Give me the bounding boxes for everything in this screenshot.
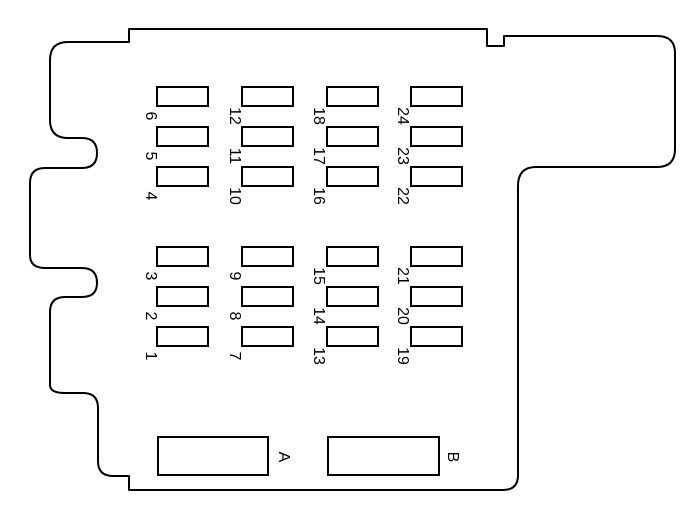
fuse-slot-16 bbox=[326, 166, 379, 187]
fuse-label-11: 11 bbox=[226, 148, 243, 165]
fuse-slot-14 bbox=[326, 286, 379, 307]
fuse-label-17: 17 bbox=[310, 147, 327, 165]
fuse-slot-2 bbox=[156, 286, 209, 307]
relay-slot-a bbox=[157, 436, 269, 476]
fuse-slot-1 bbox=[156, 326, 209, 347]
fuse-label-13: 13 bbox=[310, 347, 327, 365]
fuse-slot-6 bbox=[156, 86, 209, 107]
fuse-slot-19 bbox=[410, 326, 463, 347]
fuse-slot-21 bbox=[410, 246, 463, 267]
fuse-label-9: 9 bbox=[226, 272, 243, 281]
fuse-slot-17 bbox=[326, 126, 379, 147]
fuse-slots bbox=[156, 86, 463, 347]
fuse-label-3: 3 bbox=[142, 272, 159, 281]
fuse-label-5: 5 bbox=[142, 152, 159, 161]
fuse-label-8: 8 bbox=[226, 312, 243, 321]
fuse-slot-5 bbox=[156, 126, 209, 147]
fuse-slot-22 bbox=[410, 166, 463, 187]
fuse-label-24: 24 bbox=[394, 107, 411, 125]
fuse-slot-3 bbox=[156, 246, 209, 267]
fuse-labels: 6 5 4 3 2 1 12 11 10 9 8 7 18 17 16 15 1… bbox=[142, 107, 411, 365]
fuse-label-7: 7 bbox=[226, 352, 243, 361]
fuse-label-10: 10 bbox=[226, 187, 243, 205]
fuse-slot-8 bbox=[241, 286, 294, 307]
fuse-slot-15 bbox=[326, 246, 379, 267]
fuse-label-12: 12 bbox=[226, 107, 243, 125]
fuse-slot-20 bbox=[410, 286, 463, 307]
fuse-slot-12 bbox=[241, 86, 294, 107]
fuse-slot-9 bbox=[241, 246, 294, 267]
fuse-label-6: 6 bbox=[142, 112, 159, 121]
fuse-label-16: 16 bbox=[310, 187, 327, 205]
fuse-label-2: 2 bbox=[142, 312, 159, 321]
fuse-slot-18 bbox=[326, 86, 379, 107]
fuse-label-21: 21 bbox=[394, 267, 411, 285]
fuse-slot-7 bbox=[241, 326, 294, 347]
fuse-label-4: 4 bbox=[142, 192, 159, 201]
fuse-label-19: 19 bbox=[394, 347, 411, 365]
fuse-slot-4 bbox=[156, 166, 209, 187]
fuse-label-20: 20 bbox=[394, 307, 411, 325]
fuse-label-14: 14 bbox=[310, 307, 327, 325]
fuse-block-outline bbox=[29, 28, 676, 491]
fuse-label-23: 23 bbox=[394, 147, 411, 165]
relay-label-b: B bbox=[444, 452, 461, 463]
fuse-label-22: 22 bbox=[394, 187, 411, 205]
fuse-label-18: 18 bbox=[310, 107, 327, 125]
fuse-slot-24 bbox=[410, 86, 463, 107]
fuse-slot-11 bbox=[241, 126, 294, 147]
fuse-slot-13 bbox=[326, 326, 379, 347]
relay-slot-b bbox=[327, 436, 440, 476]
fuse-label-15: 15 bbox=[310, 267, 327, 285]
fuse-label-1: 1 bbox=[142, 352, 159, 361]
relay-labels: A B bbox=[275, 452, 461, 463]
relay-label-a: A bbox=[275, 452, 292, 463]
fuse-slot-23 bbox=[410, 126, 463, 147]
relay-slots bbox=[157, 436, 440, 476]
fuse-slot-10 bbox=[241, 166, 294, 187]
